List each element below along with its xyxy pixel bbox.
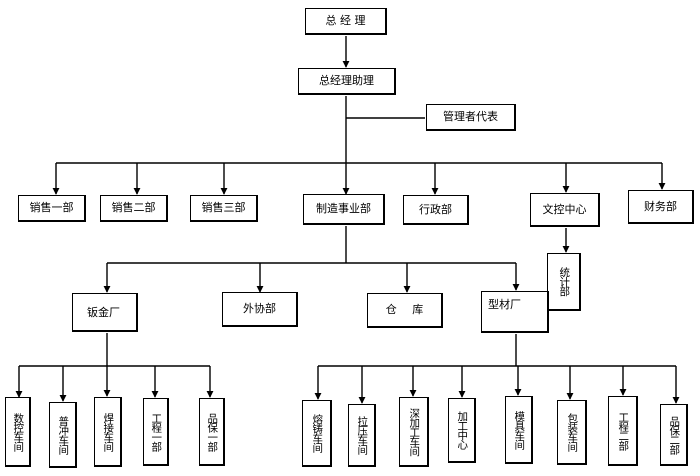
node-engineering-2: 工程二部	[608, 396, 638, 466]
node-casting-workshop: 熔铸车间	[302, 400, 332, 467]
node-profile-plant: 型材厂	[481, 291, 549, 333]
node-doc-control: 文控中心	[530, 193, 600, 227]
node-outsourcing: 外协部	[222, 292, 298, 327]
node-extrusion-workshop: 拉压车间	[348, 404, 376, 467]
node-finance: 财务部	[628, 190, 694, 224]
node-ceo-assistant: 总经理助理	[298, 68, 396, 95]
node-engineering-1: 工程一部	[143, 398, 169, 466]
node-stats: 统计部	[547, 253, 581, 311]
node-ceo: 总 经 理	[305, 8, 387, 35]
node-cnc-workshop: 数控车间	[5, 397, 31, 467]
node-warehouse: 仓 库	[367, 293, 443, 328]
node-sales-2: 销售二部	[100, 195, 168, 222]
node-mold-workshop: 模具车间	[505, 396, 533, 464]
node-sales-1: 销售一部	[18, 195, 86, 222]
node-welding-workshop: 焊接车间	[94, 397, 122, 467]
node-punching-workshop: 普冲车间	[49, 402, 77, 468]
node-machining-center: 加工中心	[448, 398, 476, 463]
node-sheet-metal-plant: 钣金厂	[72, 293, 138, 332]
node-mfg-division: 制造事业部	[303, 194, 385, 225]
node-deep-processing-workshop: 深加工车间	[399, 397, 429, 467]
node-qa-1: 品保一部	[199, 398, 225, 466]
node-mgmt-rep: 管理者代表	[426, 104, 516, 131]
node-admin: 行政部	[403, 195, 469, 225]
node-sales-3: 销售三部	[190, 195, 258, 222]
node-qa-2: 品保二部	[660, 404, 688, 466]
node-packaging-workshop: 包装车间	[557, 400, 587, 465]
